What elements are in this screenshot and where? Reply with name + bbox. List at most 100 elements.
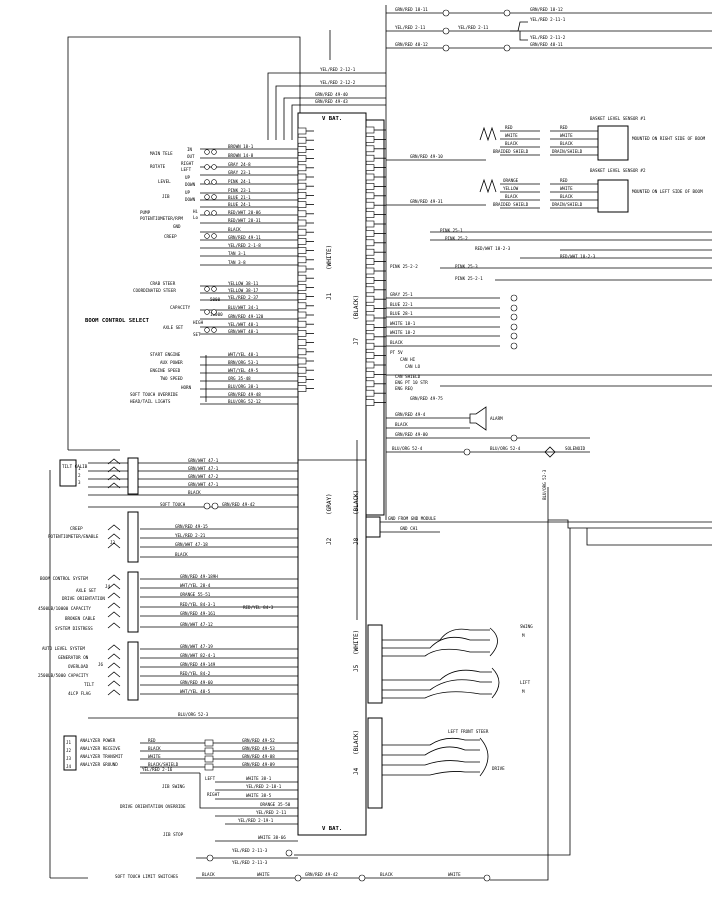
- j5-housing: [367, 624, 383, 704]
- switch-label: OUT: [187, 154, 195, 159]
- j2-color: (GRAY): [326, 493, 333, 515]
- sensor-wire: GRN/RED 49-10: [410, 154, 443, 159]
- solenoid-icon: [544, 446, 556, 458]
- pin-cavity: [297, 284, 307, 291]
- switch-contact-icon: [204, 179, 210, 185]
- tilt-calib-title: TILT CALIB: [62, 464, 88, 469]
- switch-contact-icon: [204, 194, 210, 200]
- connector-circle-icon: [483, 874, 491, 882]
- j1-wire-label: RED/WHT 28-31: [228, 218, 261, 223]
- j8-housing: [365, 516, 381, 538]
- j8-color: (BLACK): [353, 490, 360, 515]
- switch-contact-icon: [204, 210, 210, 216]
- tilt-calib-row: 2: [78, 473, 81, 478]
- chain-wire: BLACK: [380, 872, 393, 877]
- j1-switch-symbols: [204, 149, 217, 402]
- j7-wire-label: PT 5V: [390, 350, 403, 355]
- chain-wire: GRN/RED 49-42: [305, 872, 338, 877]
- load-name: SWING: [520, 624, 533, 629]
- j8-id: J8: [353, 537, 360, 545]
- pin-cavity: [365, 314, 375, 322]
- boom-label: BOOM CONTROL SYSTEM: [40, 576, 88, 581]
- connector-circle-icon: [510, 342, 518, 350]
- sensor-wire: RED: [505, 125, 513, 130]
- mid-wire: YEL/RED 2-12-2: [320, 80, 356, 85]
- main-module-outline: [297, 112, 367, 836]
- j4-lower-wire: YEL/RED 2-18-1: [246, 784, 282, 789]
- pin-cavity: [297, 192, 307, 199]
- plug-icon: [204, 747, 214, 755]
- analyzer-wire-label: GRN/RED 49-52: [242, 738, 275, 743]
- plug-housing: [127, 457, 139, 495]
- chain-wire: WHITE: [448, 872, 461, 877]
- bus-right-3: [586, 528, 712, 546]
- sensor-color: BLACK: [560, 141, 573, 146]
- bus-return: [294, 528, 571, 856]
- boom-label: 4500LB/10000 CAPACITY: [38, 606, 91, 611]
- j2-wire-label: GRN/RED 49-149: [180, 662, 216, 667]
- j4-lower-wire: WHITE 38-1: [246, 776, 272, 781]
- j4-lower-wire: YEL/RED 2-19-1: [238, 818, 274, 823]
- frame-left-line: [67, 36, 301, 450]
- pin-cavity: [365, 286, 375, 294]
- frame: [49, 5, 712, 881]
- bus-right-1: [547, 487, 712, 529]
- j2-wire-label: GRN/WHT 47-1: [188, 482, 219, 487]
- analyzer-color: BLACK: [148, 746, 161, 751]
- j2-wire-label: YEL/RED 2-21: [175, 533, 206, 538]
- tilt-switch-icon: [107, 474, 121, 481]
- sensor-1-symbol-icon: [479, 126, 497, 142]
- top-wire-right: YEL/RED 2-11-2: [530, 35, 566, 40]
- j7-wire-label: GRN/RED 49-75: [410, 396, 443, 401]
- pin-cavity: [297, 302, 307, 310]
- j1-wire-label: BLU/ORG 38-1: [228, 384, 259, 389]
- switch-contact-icon: [211, 233, 217, 239]
- pin-cavity: [297, 348, 307, 356]
- j1-pin-column: [297, 127, 314, 392]
- pin-cavity: [297, 155, 307, 162]
- pin-cavity: [365, 183, 375, 190]
- j8-label: GND FROM GND MODULE: [388, 516, 436, 521]
- j4-lower-wire: YEL/RED 2-11: [256, 810, 287, 815]
- j7-lower-wire: BLU/ORG 52-3: [542, 469, 547, 500]
- tilt-switch-icon: [107, 680, 121, 687]
- pin-cavity: [297, 238, 307, 245]
- analyzer-row: ANALYZER RECEIVE: [80, 746, 121, 751]
- j1-label: SOFT TOUCH OVERRIDE: [130, 392, 178, 397]
- basket-level-sensor-2: ORANGE YELLOW BLACK BRAIDED SHIELD GRN/R…: [386, 168, 703, 213]
- switch-contact-icon: [211, 286, 217, 292]
- boom-extra: RED/YEL 84-3: [243, 605, 274, 610]
- sensor-2-box: [597, 179, 629, 213]
- bottom-title: SOFT TOUCH LIMIT SWITCHES: [115, 874, 179, 879]
- load-sym: M: [522, 689, 525, 694]
- plug-housing: [127, 511, 139, 563]
- plug-icon: [204, 755, 214, 763]
- tilt-switch-icon: [107, 662, 121, 669]
- pin-cavity: [297, 219, 307, 227]
- load-sym: M: [522, 633, 525, 638]
- j2-wire-label: GRN/RED 49-15: [175, 524, 208, 529]
- sensor-color: DRAIN/SHIELD: [552, 149, 583, 154]
- switch-label: RIGHT: [181, 161, 194, 166]
- alarm-solenoid-group: ALARM GRN/RED 49-4 BLACK GRN/RED 49-80 B…: [386, 406, 590, 500]
- pin-cavity: [365, 211, 375, 218]
- j4-lower-wire: WHITE 38-66: [258, 835, 286, 840]
- j4-lower-label: YEL/RED 2-16: [142, 767, 173, 772]
- switch-contact-icon: [211, 309, 217, 315]
- creep-label: POTENTIOMETER/ENABLE: [48, 534, 99, 539]
- sensor-color: RED: [560, 178, 568, 183]
- j7-wire-label: BLACK: [390, 340, 403, 345]
- j1-label: 5000: [210, 297, 221, 302]
- tilt-calib-row: 1: [78, 466, 81, 471]
- chain-wire: BLACK: [202, 872, 215, 877]
- j8-ground-group: GND FROM GND MODULE GND CH1: [380, 516, 712, 533]
- sensor-color: RED: [560, 125, 568, 130]
- load-name: LIFT: [520, 680, 531, 685]
- plug-housing: [127, 641, 139, 701]
- j1-label: START ENGINE: [150, 352, 181, 357]
- tilt-switch-icon: [107, 542, 121, 549]
- j7-wire-label: CAN SHIELD: [395, 374, 421, 379]
- j2-wire-label: ORANGE 55-51: [180, 592, 211, 597]
